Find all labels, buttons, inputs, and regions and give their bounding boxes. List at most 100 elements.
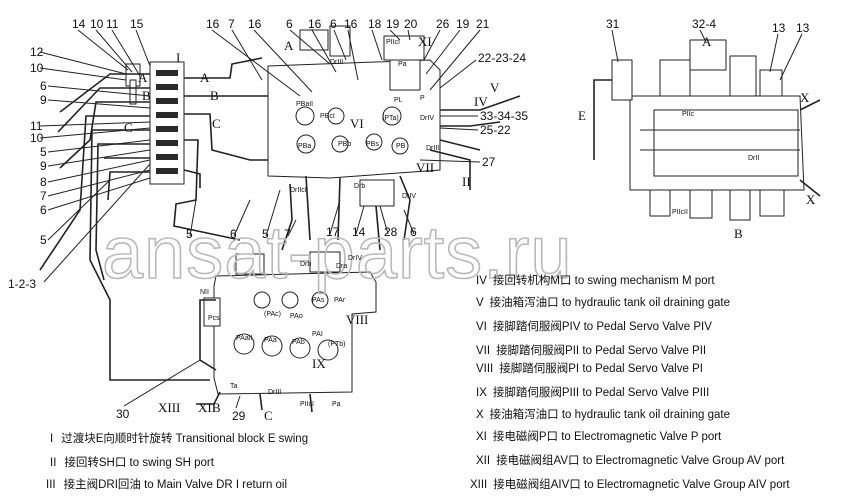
port-Dra: Dra xyxy=(336,263,347,270)
port-PTb: (PTb) xyxy=(328,341,346,348)
pedal-valve-block xyxy=(196,251,377,413)
port-PAI: PAI xyxy=(312,331,323,338)
port-PAa: PAa xyxy=(264,337,277,344)
callout-6-top-b: 6 xyxy=(330,17,337,31)
port-PBs: PBs xyxy=(366,141,379,148)
transition-block-group xyxy=(39,57,270,381)
port-PB: PB xyxy=(396,143,406,150)
letter-A-left: A xyxy=(138,70,148,85)
port-DrIIcI: DrIIcI xyxy=(290,187,307,194)
port-Ta: Ta xyxy=(230,383,238,390)
port-PIIcI-low: PIIcI xyxy=(300,401,314,408)
letter-A-mid: A xyxy=(200,70,210,85)
port-Pa: Pa xyxy=(398,61,407,68)
callout-33-34-35: 33-34-35 xyxy=(480,109,528,123)
letter-X-upper: X xyxy=(800,90,810,105)
callout-10-top: 10 xyxy=(90,17,104,31)
port-Pcs: Pcs xyxy=(208,315,220,322)
side-callouts: 31 32-4 13 13 xyxy=(606,17,810,35)
callout-10: 10 xyxy=(30,61,44,75)
callout-9: 9 xyxy=(40,93,47,107)
port-PIIcI: PIIcI xyxy=(386,39,400,46)
mark-XII: XII xyxy=(198,400,216,415)
callout-1-2-3: 1-2-3 xyxy=(8,277,36,291)
leader-lines xyxy=(39,29,803,409)
roman-marks: IV V VI VII II VIII IX XI XII XIII xyxy=(158,34,500,415)
callout-21: 21 xyxy=(476,17,490,31)
mark-II: II xyxy=(462,174,471,189)
letter-A-top: A xyxy=(284,38,294,53)
mark-IX: IX xyxy=(312,356,326,371)
port-PAs: PAs xyxy=(312,297,325,304)
callout-28: 28 xyxy=(384,225,398,239)
callout-5-low-b: 5 xyxy=(262,227,269,241)
letter-C-mid: C xyxy=(212,116,221,131)
left-callouts: 12 10 6 9 11 10 5 9 8 7 6 5 1-2-3 xyxy=(8,45,47,291)
port-PAo: PAo xyxy=(290,313,303,320)
callout-14: 14 xyxy=(72,17,86,31)
letter-B-mid: B xyxy=(210,88,219,103)
callout-16b: 16 xyxy=(248,17,262,31)
callout-18: 18 xyxy=(368,17,382,31)
callout-6-low: 6 xyxy=(230,227,237,241)
callout-19b: 19 xyxy=(456,17,470,31)
letter-C-low: C xyxy=(264,408,273,423)
callout-5-low: 5 xyxy=(186,227,193,241)
port-PBa: PBa xyxy=(298,143,311,150)
port-Drb-low: Drb xyxy=(300,261,311,268)
callout-26: 26 xyxy=(436,17,450,31)
port-PAaII: PAaII xyxy=(236,335,253,342)
mark-V: V xyxy=(490,80,500,95)
port-PBb: PBb xyxy=(338,141,351,148)
port-Pa-low: Pa xyxy=(332,401,341,408)
callout-20: 20 xyxy=(404,17,418,31)
callout-6-top: 6 xyxy=(286,17,293,31)
letter-B-side: B xyxy=(734,226,743,241)
letter-A-side: A xyxy=(702,34,712,49)
callout-6b: 6 xyxy=(40,203,47,217)
port-DrII: DrII xyxy=(748,155,759,162)
callout-9b: 9 xyxy=(40,159,47,173)
port-labels: PBaII PBa PBs PBb PBcI (PTa) PB PL P Pa … xyxy=(200,39,759,408)
mark-XIII: XIII xyxy=(158,400,180,415)
mark-IV: IV xyxy=(474,94,488,109)
port-PIIc: PIIc xyxy=(682,111,695,118)
port-Drb: Drb xyxy=(354,183,365,190)
port-PBaII: PBaII xyxy=(296,101,313,108)
mark-VII: VII xyxy=(416,160,434,175)
callout-8: 8 xyxy=(40,175,47,189)
port-DrIV-low: DrIV xyxy=(348,255,362,262)
port-DrIII-low: DrIII xyxy=(268,389,281,396)
port-NII: NII xyxy=(200,289,209,296)
mark-XI: XI xyxy=(418,34,432,49)
callout-7-top: 7 xyxy=(228,17,235,31)
callout-16c: 16 xyxy=(308,17,322,31)
port-PL: PL xyxy=(394,97,403,104)
port-DrIV-b: DrIV xyxy=(402,193,416,200)
port-PAb: PAb xyxy=(292,339,305,346)
valve-side-view xyxy=(593,39,821,221)
letter-C-left: C xyxy=(124,120,133,135)
top-callouts: 14 10 11 15 16 7 16 6 16 6 16 18 19 20 2… xyxy=(72,17,490,31)
callout-30: 30 xyxy=(116,407,130,421)
port-P: P xyxy=(420,95,425,102)
mark-VIII: VIII xyxy=(346,312,368,327)
port-DrIV: DrIV xyxy=(420,115,434,122)
port-PIIcII: PIIcII xyxy=(672,209,688,216)
letter-I: I xyxy=(176,50,180,65)
mark-VI: VI xyxy=(350,116,364,131)
port-PAr: PAr xyxy=(334,297,346,304)
callout-31: 31 xyxy=(606,17,620,31)
callout-16d: 16 xyxy=(344,17,358,31)
